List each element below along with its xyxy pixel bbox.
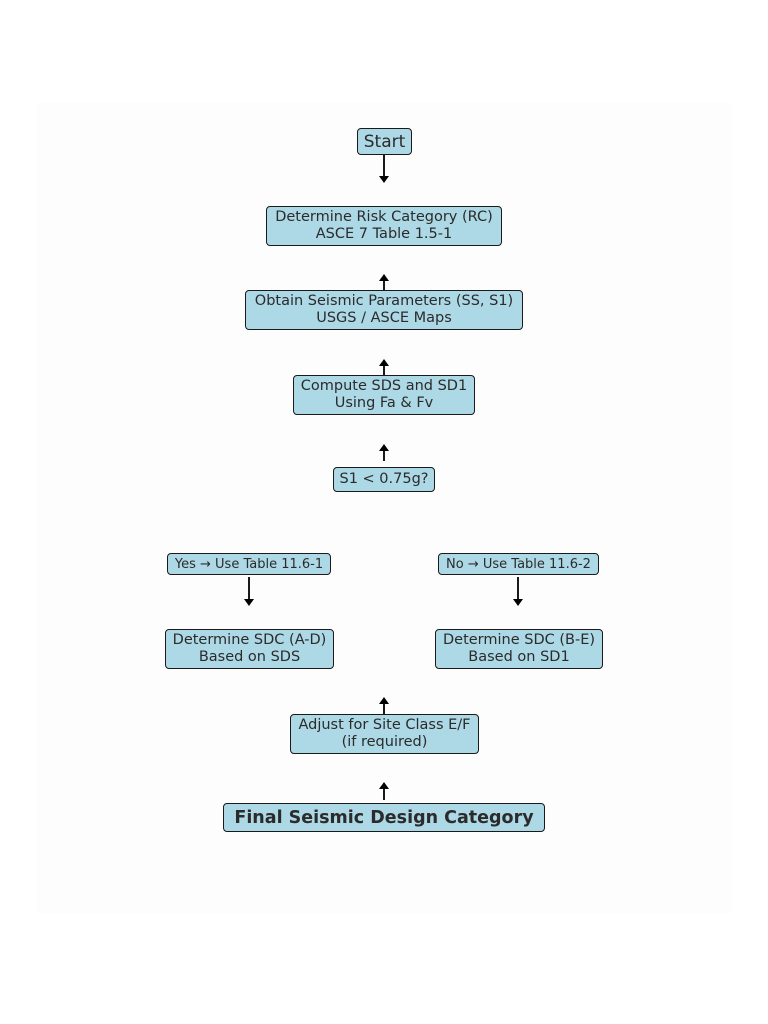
yes-branch-node: Yes → Use Table 11.6-1 <box>167 553 331 575</box>
no-branch-node: No → Use Table 11.6-2 <box>438 553 599 575</box>
adjust-node: Adjust for Site Class E/F (if required) <box>290 714 479 754</box>
sdc-be-line1: Determine SDC (B-E) <box>442 632 596 648</box>
sdc-ad-line1: Determine SDC (A-D) <box>172 632 327 648</box>
risk-category-line2: ASCE 7 Table 1.5-1 <box>315 226 453 242</box>
compute-line1: Compute SDS and SD1 <box>300 378 468 394</box>
seismic-params-line1: Obtain Seismic Parameters (SS, S1) <box>254 293 514 309</box>
yes-branch-label: Yes → Use Table 11.6-1 <box>174 556 324 572</box>
no-branch-label: No → Use Table 11.6-2 <box>446 556 591 572</box>
compute-node: Compute SDS and SD1 Using Fa & Fv <box>293 375 475 415</box>
compute-line2: Using Fa & Fv <box>334 395 434 411</box>
seismic-params-line2: USGS / ASCE Maps <box>316 310 452 326</box>
final-node: Final Seismic Design Category <box>223 803 545 832</box>
risk-category-node: Determine Risk Category (RC) ASCE 7 Tabl… <box>266 206 502 246</box>
sdc-be-line2: Based on SD1 <box>468 649 570 665</box>
sdc-be-node: Determine SDC (B-E) Based on SD1 <box>435 629 603 669</box>
adjust-line2: (if required) <box>341 734 428 750</box>
sdc-ad-line2: Based on SDS <box>198 649 301 665</box>
sdc-ad-node: Determine SDC (A-D) Based on SDS <box>165 629 334 669</box>
start-label: Start <box>363 131 406 152</box>
final-label: Final Seismic Design Category <box>234 807 534 828</box>
seismic-params-node: Obtain Seismic Parameters (SS, S1) USGS … <box>245 290 523 330</box>
start-node: Start <box>357 128 412 155</box>
decision-label: S1 < 0.75g? <box>339 471 429 487</box>
decision-node: S1 < 0.75g? <box>333 467 435 492</box>
adjust-line1: Adjust for Site Class E/F <box>298 717 471 733</box>
risk-category-line1: Determine Risk Category (RC) <box>275 209 493 225</box>
